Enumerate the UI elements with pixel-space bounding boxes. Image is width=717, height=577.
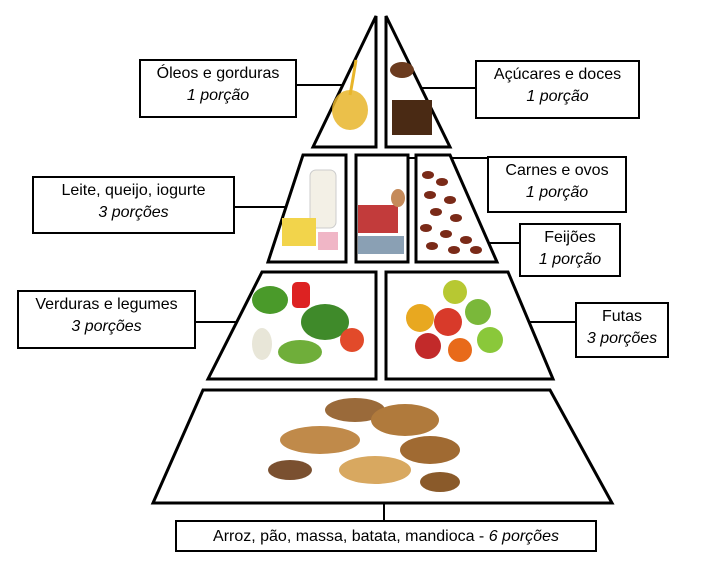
label-acucares: Açúcares e doces 1 porção <box>475 60 640 119</box>
label-base-name: Arroz, pão, massa, batata, mandioca - <box>213 528 489 545</box>
label-frutas-name: Futas <box>601 308 642 325</box>
label-carnes-portion: 1 porção <box>525 184 589 201</box>
tier-frutas <box>384 270 556 381</box>
label-oleos-portion: 1 porção <box>186 87 250 104</box>
label-feijoes: Feijões 1 porção <box>519 223 621 277</box>
yogurt-image <box>318 232 338 250</box>
label-verduras: Verduras e legumes 3 porções <box>17 290 196 349</box>
tier-acucares <box>384 15 453 149</box>
tier-verduras <box>205 270 378 381</box>
meat-image <box>358 205 398 233</box>
label-feijoes-portion: 1 porção <box>538 251 602 268</box>
tier-base <box>150 388 615 505</box>
vegetables-image <box>252 282 364 364</box>
tier-oleos <box>310 15 378 149</box>
label-frutas-portion: 3 porções <box>586 330 658 347</box>
beans-image <box>420 171 482 254</box>
egg-image <box>391 189 405 207</box>
label-leite: Leite, queijo, iogurte 3 porções <box>32 176 235 234</box>
oil-stream-image <box>348 59 358 96</box>
label-carnes: Carnes e ovos 1 porção <box>487 156 627 213</box>
tier-feijoes <box>414 153 500 264</box>
chocolate-image <box>392 100 432 135</box>
label-leite-portion: 3 porções <box>98 204 169 221</box>
bread-image <box>268 398 460 492</box>
label-verduras-name: Verduras e legumes <box>35 296 178 313</box>
cocoa-cup-image <box>390 62 414 78</box>
oil-drop-image <box>332 90 368 130</box>
label-frutas: Futas 3 porções <box>575 302 669 358</box>
label-base: Arroz, pão, massa, batata, mandioca - 6 … <box>175 520 597 552</box>
fruits-image <box>406 280 503 362</box>
label-acucares-portion: 1 porção <box>526 88 589 105</box>
label-acucares-name: Açúcares e doces <box>493 66 622 83</box>
milk-bottle-image <box>309 169 337 229</box>
label-carnes-name: Carnes e ovos <box>505 162 609 179</box>
label-oleos: Óleos e gorduras 1 porção <box>139 59 297 118</box>
label-leite-name: Leite, queijo, iogurte <box>61 182 206 199</box>
label-base-portion: 6 porções <box>488 528 559 545</box>
label-feijoes-name: Feijões <box>544 229 596 246</box>
label-verduras-portion: 3 porções <box>71 318 142 335</box>
fish-image <box>358 236 404 254</box>
tier-carnes <box>354 153 410 264</box>
cheese-image <box>282 218 316 246</box>
label-oleos-name: Óleos e gorduras <box>156 65 280 82</box>
tier-leite <box>265 153 348 264</box>
